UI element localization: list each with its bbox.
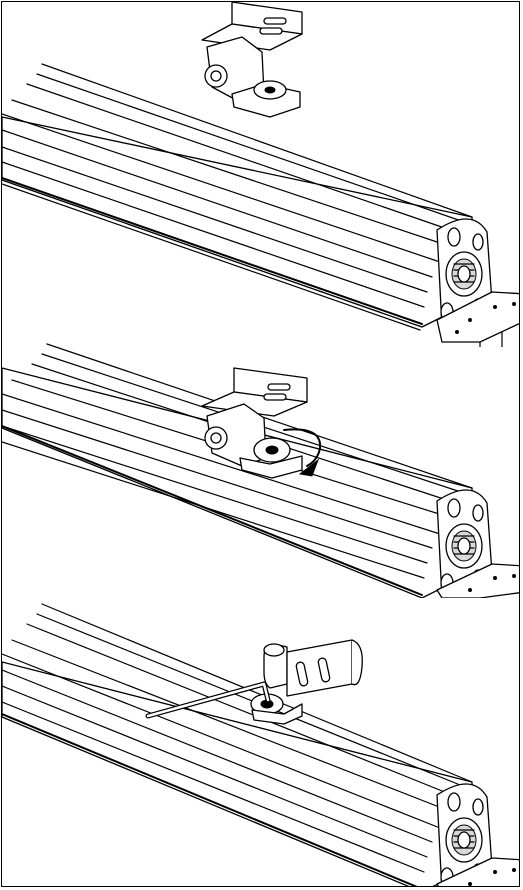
step-2-panel: [2, 298, 519, 598]
mounting-plate: [436, 857, 519, 886]
step-1-illustration: [2, 2, 519, 347]
hex-key-icon: [145, 681, 271, 719]
light-bar-body: [2, 63, 473, 331]
mounting-plate: [436, 291, 519, 347]
step-3-panel: [2, 592, 519, 886]
mounting-bracket-icon: [250, 639, 363, 725]
step-2-illustration: [2, 343, 519, 598]
step-1-panel: [2, 2, 519, 347]
mounting-plate: [436, 563, 519, 598]
mounting-bracket-icon: [201, 367, 308, 479]
connector-icon: [445, 523, 483, 569]
connector-icon: [445, 251, 483, 297]
connector-icon: [445, 817, 483, 863]
light-bar-body: [2, 343, 473, 598]
light-bar-body: [2, 603, 473, 886]
mounting-bracket-icon: [201, 2, 303, 118]
step-3-illustration: [2, 603, 519, 886]
rotation-arrow-icon: [283, 428, 322, 477]
